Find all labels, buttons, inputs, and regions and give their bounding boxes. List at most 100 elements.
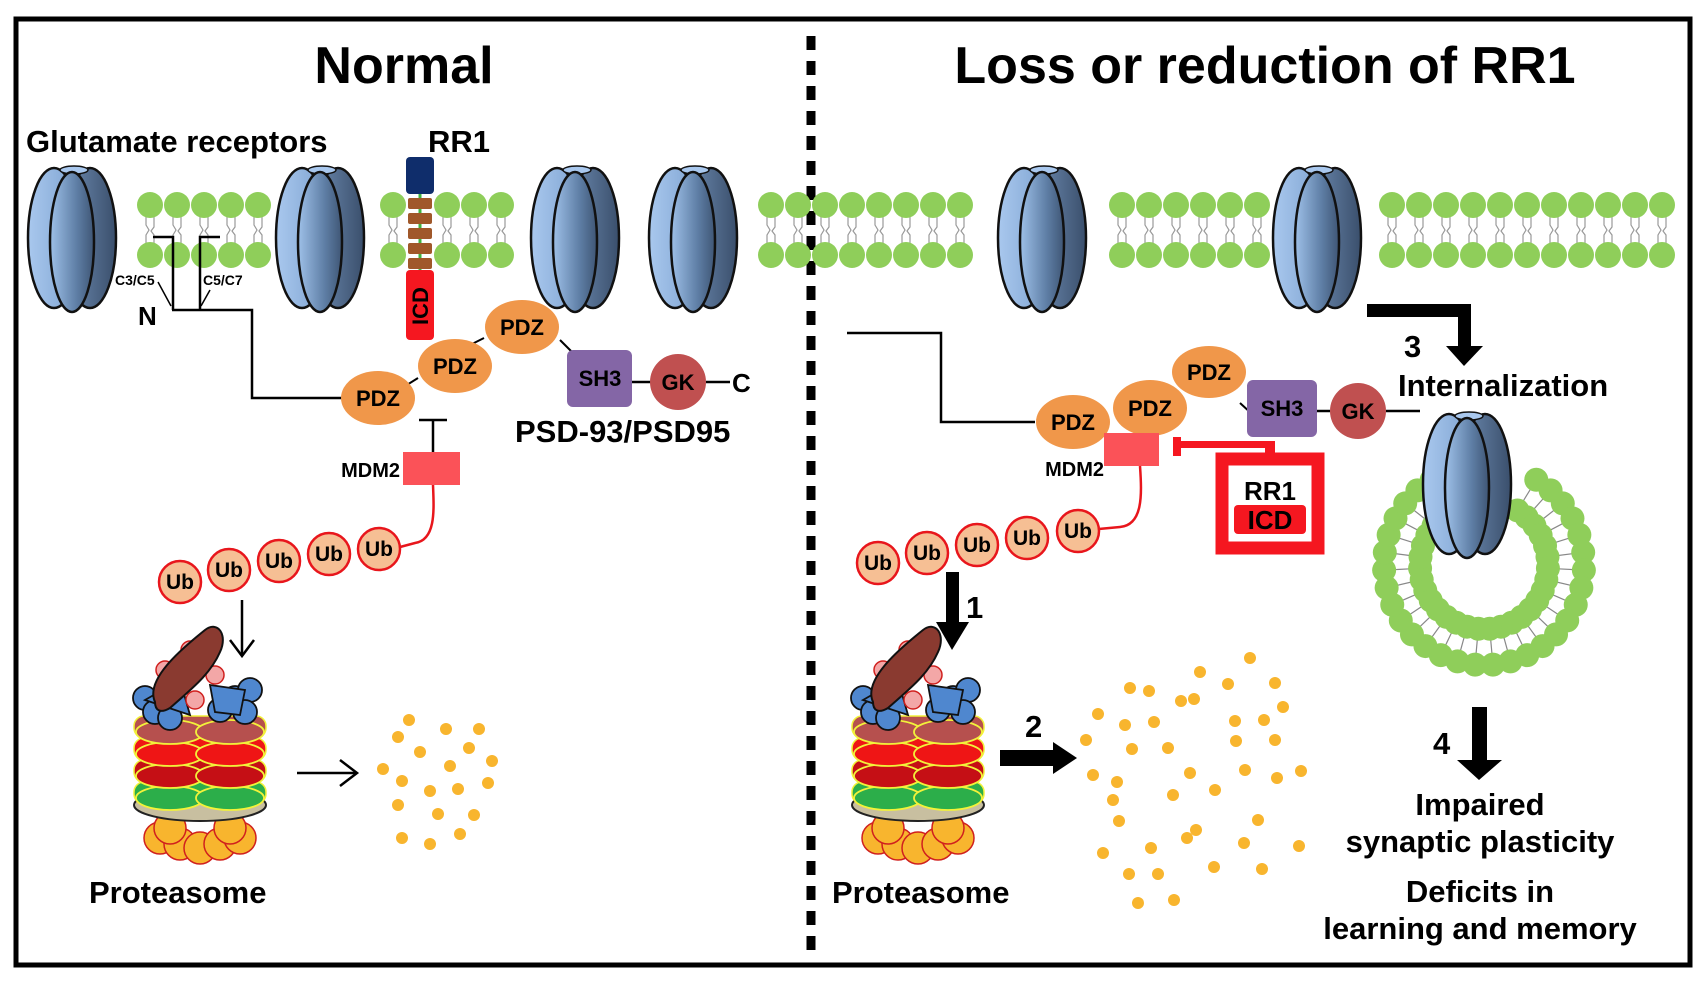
lipid-head xyxy=(1406,242,1432,268)
peptide xyxy=(1271,772,1283,784)
rr1-tm-segment xyxy=(408,213,432,224)
peptide xyxy=(1168,894,1180,906)
lipid-head xyxy=(434,242,460,268)
step-4-label: 4 xyxy=(1433,726,1451,761)
sh3-label: SH3 xyxy=(1261,396,1304,421)
peptide xyxy=(424,838,436,850)
lipid-head xyxy=(1136,242,1162,268)
pdz-label: PDZ xyxy=(1051,410,1095,435)
lipid-head xyxy=(1460,192,1486,218)
lipid-head xyxy=(947,192,973,218)
glutamate-receptor xyxy=(996,164,1088,314)
ubiquitin xyxy=(306,531,352,577)
rr1-protein: ICD xyxy=(406,157,434,340)
ubiquitin-label: Ub xyxy=(963,534,991,557)
peptide xyxy=(1238,837,1250,849)
lipid-head xyxy=(1541,242,1567,268)
peptide xyxy=(440,723,452,735)
peptide xyxy=(1107,794,1119,806)
lipid-head xyxy=(893,242,919,268)
lipid-head xyxy=(1217,192,1243,218)
plasma-membrane xyxy=(137,192,1675,268)
lipid-head xyxy=(461,192,487,218)
lipid-head xyxy=(1622,192,1648,218)
lipid-head xyxy=(866,192,892,218)
peptide xyxy=(1148,716,1160,728)
lipid-head xyxy=(1406,192,1432,218)
rr1-tm-segment xyxy=(408,228,432,239)
panel-title-loss: Loss or reduction of RR1 xyxy=(954,37,1575,95)
peptide xyxy=(432,808,444,820)
c-terminus-label: C xyxy=(732,368,751,398)
glutamate-receptor xyxy=(1271,164,1363,314)
pdz-label: PDZ xyxy=(1187,360,1231,385)
step-1-label: 1 xyxy=(966,590,983,625)
peptide xyxy=(1222,678,1234,690)
mdm2-label: MDM2 xyxy=(1045,459,1104,481)
outcome-learning-deficits-line2: learning and memory xyxy=(1323,911,1637,946)
peptide xyxy=(1087,769,1099,781)
peptide xyxy=(1143,685,1155,697)
peptide xyxy=(1194,666,1206,678)
lipid-head xyxy=(839,242,865,268)
lipid-head xyxy=(1568,242,1594,268)
pdz-label: PDZ xyxy=(433,354,477,379)
lipid-head xyxy=(1460,242,1486,268)
lipid-head xyxy=(1649,192,1675,218)
lipid-head xyxy=(1379,192,1405,218)
step-2-label: 2 xyxy=(1025,709,1042,744)
peptide xyxy=(468,809,480,821)
peptide xyxy=(1277,701,1289,713)
ubiquitin-label: Ub xyxy=(215,559,243,582)
peptide xyxy=(392,731,404,743)
glutamate-receptor xyxy=(274,164,366,314)
c5-c7-label: C5/C7 xyxy=(203,272,243,288)
proteasome xyxy=(132,625,267,865)
palmitoylation-anchors xyxy=(153,235,345,400)
gk-domain xyxy=(1330,383,1386,439)
rr1-icd xyxy=(1234,505,1306,534)
ubiquitin xyxy=(157,559,203,605)
peptide xyxy=(1175,695,1187,707)
panel-title-normal: Normal xyxy=(314,37,493,95)
peptide xyxy=(1208,861,1220,873)
lipid-head xyxy=(758,192,784,218)
lipid-head xyxy=(920,242,946,268)
lipid-head xyxy=(1487,242,1513,268)
peptide xyxy=(1126,743,1138,755)
lipid-head xyxy=(947,242,973,268)
peptide xyxy=(454,828,466,840)
peptide xyxy=(1229,715,1241,727)
peptide xyxy=(473,723,485,735)
peptide xyxy=(1293,840,1305,852)
proteasome-label: Proteasome xyxy=(89,875,266,910)
ubiquitin-label: Ub xyxy=(913,542,941,565)
mdm2 xyxy=(403,452,460,485)
peptide xyxy=(1181,832,1193,844)
step-3-label: 3 xyxy=(1404,329,1421,364)
lipid-head xyxy=(1568,192,1594,218)
lipid-head xyxy=(1163,242,1189,268)
lipid-head xyxy=(137,192,163,218)
rr1-icd xyxy=(406,270,434,340)
outcome-learning-deficits-line1: Deficits in xyxy=(1406,874,1554,909)
ubiquitin xyxy=(356,526,402,572)
ubiquitin xyxy=(256,538,302,584)
n-terminus-label: N xyxy=(138,301,157,331)
sh3-label: SH3 xyxy=(579,366,622,391)
ubiquitin xyxy=(1055,508,1101,554)
pdz-label: PDZ xyxy=(356,386,400,411)
step-2-arrow xyxy=(1000,742,1077,774)
lipid-head xyxy=(488,242,514,268)
peptide xyxy=(1190,824,1202,836)
ubiquitin xyxy=(954,522,1000,568)
peptide xyxy=(444,760,456,772)
outcome-impaired-plasticity-line1: Impaired xyxy=(1415,787,1544,822)
lipid-head xyxy=(1514,242,1540,268)
glutamate-receptors-label: Glutamate receptors xyxy=(26,124,328,159)
mdm2-label: MDM2 xyxy=(341,460,400,482)
step-1-arrow xyxy=(936,572,969,650)
ubiquitin-label: Ub xyxy=(166,571,194,594)
